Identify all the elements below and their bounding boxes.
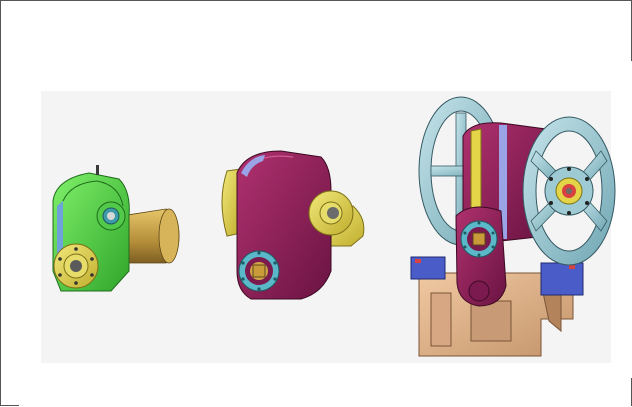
- winch-drum-assembly-icon: [410, 96, 616, 357]
- green-gearbox-motor-icon: [52, 165, 180, 292]
- magenta-gearbox-icon: [221, 150, 365, 300]
